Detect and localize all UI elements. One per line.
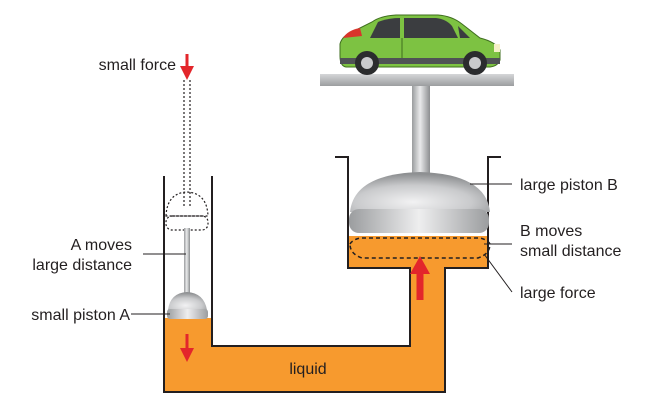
b-moves-label-line2: small distance <box>520 243 621 260</box>
a-moves-label-line2: large distance <box>32 257 132 274</box>
car-icon <box>339 14 501 75</box>
large-force-label: large force <box>520 285 596 302</box>
small-piston-a-label: small piston A <box>31 307 130 324</box>
large-piston-b <box>349 86 490 233</box>
large-piston-b-label: large piston B <box>520 177 618 194</box>
container-wall-inner <box>211 156 411 347</box>
platform <box>320 74 514 86</box>
leader-lines <box>131 183 513 315</box>
up-arrow-icon <box>410 256 430 300</box>
a-moves-label-line1: A moves <box>71 237 132 254</box>
down-arrow-icon <box>180 54 194 80</box>
container-wall <box>163 156 501 393</box>
piston-a-initial-position <box>165 80 209 231</box>
small-force-label: small force <box>99 57 176 74</box>
liquid-region <box>164 236 488 392</box>
down-arrow-icon <box>180 334 194 362</box>
b-moves-label-line1: B moves <box>520 223 582 240</box>
liquid-label: liquid <box>289 361 326 378</box>
small-piston-a <box>167 228 208 319</box>
